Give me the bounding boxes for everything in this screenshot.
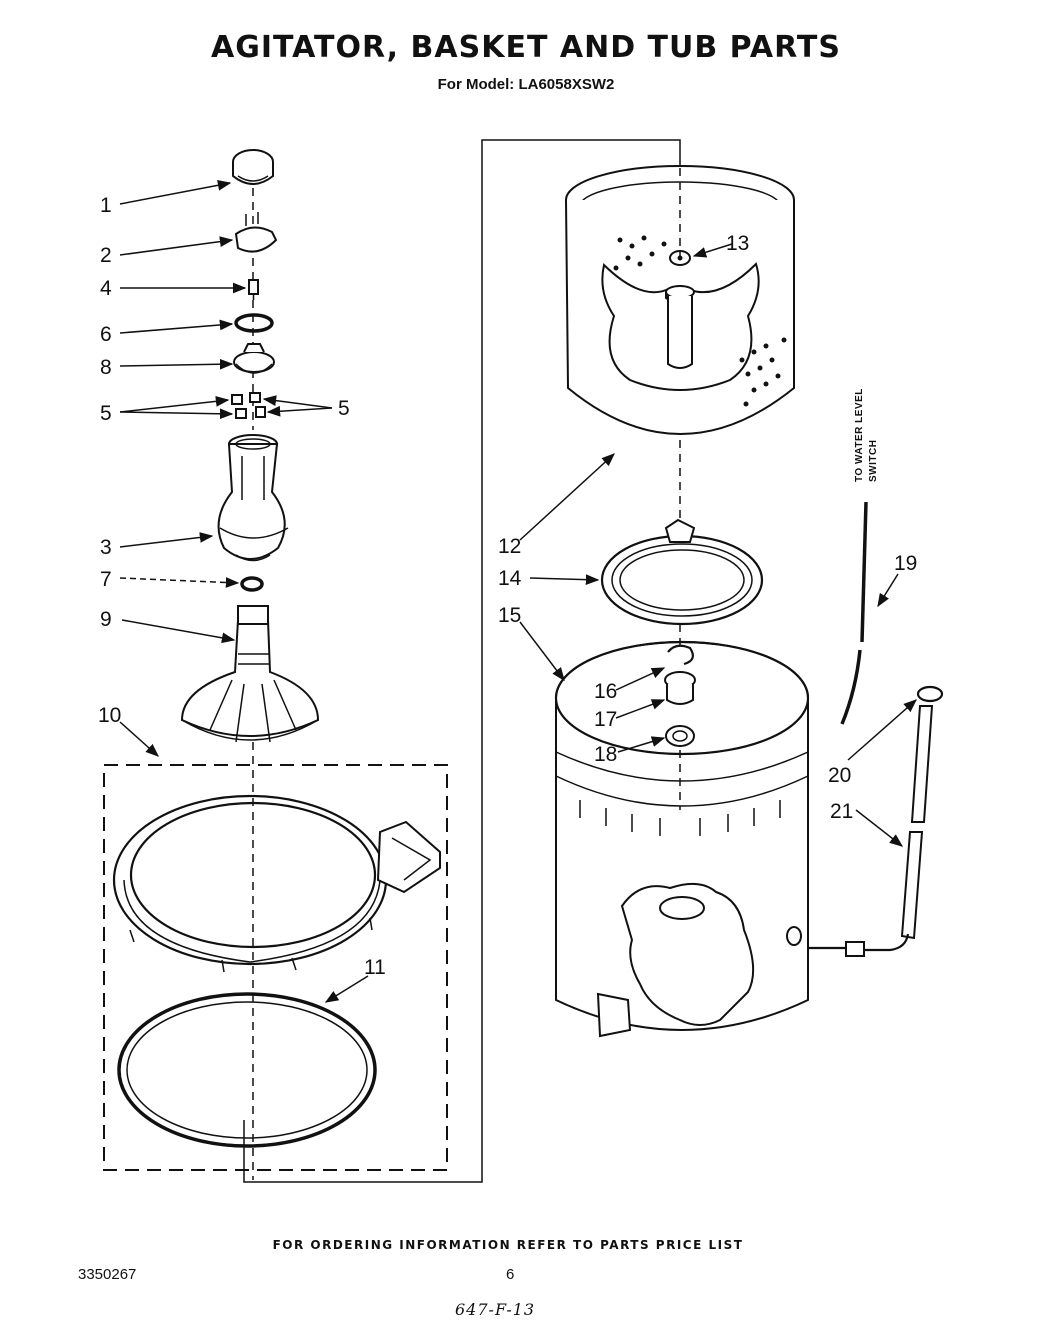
part-9-lower-agitator bbox=[180, 605, 320, 743]
part-18-bearing bbox=[665, 725, 695, 747]
part-8-cam bbox=[233, 343, 275, 374]
model-subtitle: For Model: LA6058XSW2 bbox=[437, 76, 615, 93]
part-2-retainer bbox=[234, 212, 278, 253]
callout-10: 10 bbox=[98, 704, 121, 727]
page-number: 6 bbox=[506, 1266, 515, 1283]
part-19-hose bbox=[840, 501, 868, 725]
part-4-bolt bbox=[248, 279, 259, 300]
callout-leaders bbox=[119, 179, 918, 1003]
callout-18: 18 bbox=[594, 743, 617, 766]
part-1-agitator-cap bbox=[232, 149, 274, 185]
part-17-seal bbox=[664, 671, 696, 705]
part-21-drain-hose bbox=[808, 705, 934, 957]
part-7-ring bbox=[240, 576, 264, 592]
ordering-info-text: FOR ORDERING INFORMATION REFER TO PARTS … bbox=[272, 1238, 744, 1252]
callout-19: 19 bbox=[894, 552, 917, 575]
callout-numbers: 1 2 4 6 8 5 5 3 7 9 10 11 12 13 14 15 16… bbox=[98, 194, 917, 979]
part-14-hub bbox=[600, 518, 764, 626]
part-3-agitator-barrel bbox=[217, 434, 289, 562]
page-title: AGITATOR, BASKET AND TUB PARTS bbox=[211, 30, 841, 65]
part-16-clip bbox=[667, 644, 694, 666]
part-10-tub-ring bbox=[112, 794, 441, 973]
callout-3: 3 bbox=[100, 536, 112, 559]
callout-2: 2 bbox=[100, 244, 112, 267]
part-20-clamp bbox=[916, 685, 944, 703]
callout-21: 21 bbox=[830, 800, 853, 823]
callout-12: 12 bbox=[498, 535, 521, 558]
callout-5-left: 5 bbox=[100, 402, 112, 425]
callout-4: 4 bbox=[100, 277, 112, 300]
callout-6: 6 bbox=[100, 323, 112, 346]
assembly-connector-line bbox=[243, 139, 681, 1183]
callout-9: 9 bbox=[100, 608, 112, 631]
callout-5-right: 5 bbox=[338, 397, 350, 420]
side-note-line-1: TO WATER LEVEL bbox=[854, 388, 865, 482]
callout-7: 7 bbox=[100, 568, 112, 591]
callout-16: 16 bbox=[594, 680, 617, 703]
callout-17: 17 bbox=[594, 708, 617, 731]
callout-20: 20 bbox=[828, 764, 851, 787]
callout-14: 14 bbox=[498, 567, 522, 590]
handwritten-note: 647-F-13 bbox=[455, 1300, 536, 1319]
document-number: 3350267 bbox=[78, 1266, 137, 1283]
callout-8: 8 bbox=[100, 356, 112, 379]
side-note-line-2: SWITCH bbox=[868, 440, 879, 482]
part-5-dogs bbox=[231, 392, 266, 419]
part-12-basket bbox=[565, 165, 795, 435]
callout-13: 13 bbox=[726, 232, 749, 255]
callout-15: 15 bbox=[498, 604, 521, 627]
callout-1: 1 bbox=[100, 194, 112, 217]
callout-11: 11 bbox=[364, 956, 386, 979]
part-11-gasket bbox=[117, 992, 377, 1148]
water-level-switch-note: TO WATER LEVEL SWITCH bbox=[854, 388, 879, 482]
part-6-seal-ring bbox=[234, 313, 274, 333]
